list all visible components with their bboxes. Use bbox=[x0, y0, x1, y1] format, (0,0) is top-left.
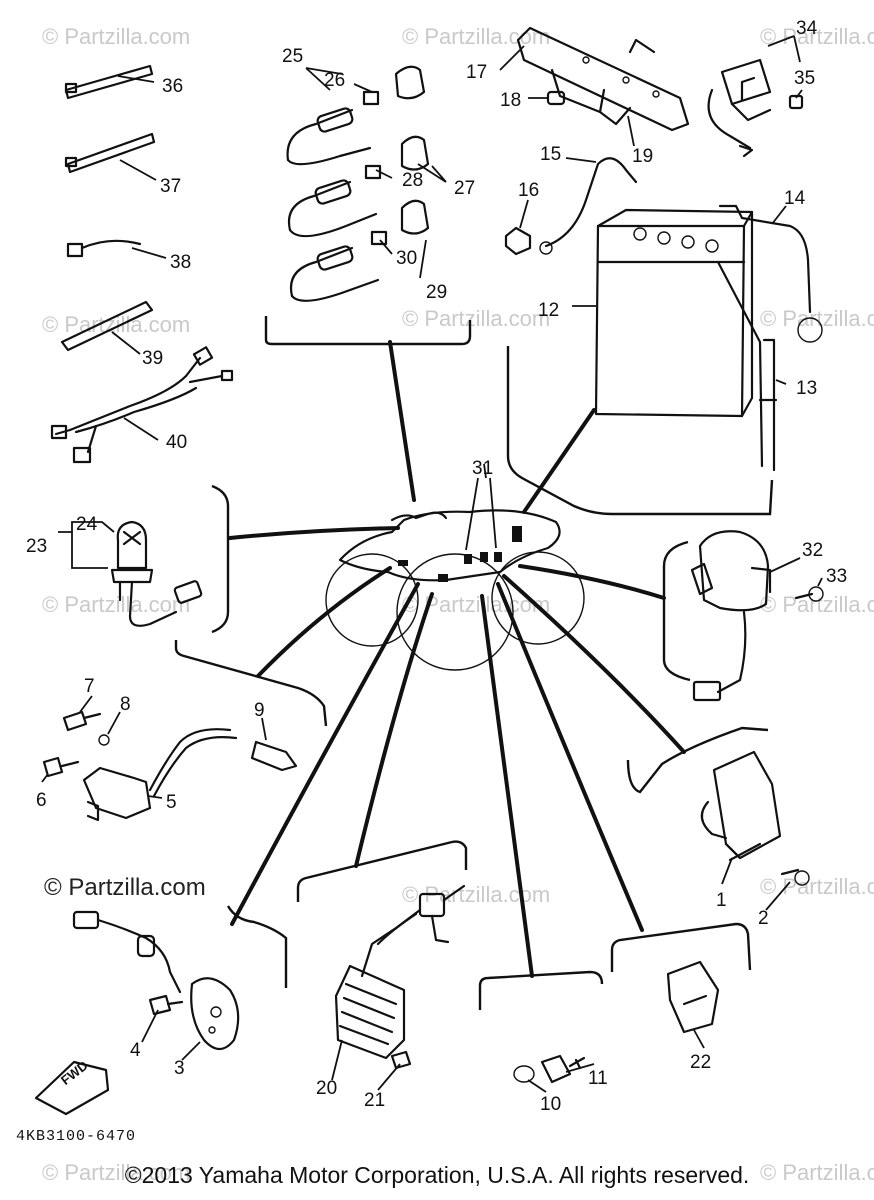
callout-15: 15 bbox=[540, 144, 561, 165]
callout-2: 2 bbox=[758, 908, 769, 929]
callout-8: 8 bbox=[120, 694, 131, 715]
watermark-text: © Partzilla.com bbox=[402, 306, 550, 331]
callout-37: 37 bbox=[160, 176, 181, 197]
callout-24: 24 bbox=[76, 514, 98, 535]
watermark-text: © Partzilla.com bbox=[760, 306, 874, 331]
pickup-coil-parts bbox=[72, 910, 240, 1051]
callout-34: 34 bbox=[796, 18, 818, 39]
battery-parts bbox=[504, 26, 823, 472]
callout-29: 29 bbox=[426, 282, 447, 303]
callout-5: 5 bbox=[166, 792, 177, 813]
callout-40: 40 bbox=[166, 432, 187, 453]
callout-32: 32 bbox=[802, 540, 823, 561]
main-switch-parts bbox=[110, 520, 203, 627]
fwd-arrow bbox=[34, 1060, 110, 1116]
callout-leaders bbox=[41, 35, 823, 1093]
partzilla-watermark: © Partzilla.com bbox=[44, 874, 206, 901]
starter-relay-parts bbox=[690, 530, 824, 702]
atv-silhouette bbox=[325, 509, 585, 671]
callout-22: 22 bbox=[690, 1052, 711, 1073]
callout-39: 39 bbox=[142, 348, 163, 369]
group-brackets bbox=[174, 316, 774, 1010]
callout-11: 11 bbox=[588, 1068, 608, 1089]
callout-35: 35 bbox=[794, 68, 815, 89]
callout-labels: 36 37 38 39 40 25 26 28 27 30 29 17 18 1… bbox=[26, 18, 847, 1115]
diagram-code: 4KB3100-6470 bbox=[16, 1128, 137, 1145]
callout-3: 3 bbox=[174, 1058, 185, 1079]
watermark-text: © Partzilla.com bbox=[760, 874, 874, 899]
callout-10: 10 bbox=[540, 1094, 561, 1115]
callout-25: 25 bbox=[282, 46, 303, 67]
watermark-text: © Partzilla.com bbox=[760, 592, 874, 617]
watermark-text: © Partzilla.com bbox=[42, 24, 190, 49]
callout-14: 14 bbox=[784, 188, 806, 209]
watermark-text: © Partzilla.com bbox=[760, 1160, 874, 1185]
watermark-text: © Partzilla.com bbox=[42, 592, 190, 617]
callout-12: 12 bbox=[538, 300, 559, 321]
cdi-unit-parts bbox=[700, 750, 810, 886]
callout-20: 20 bbox=[316, 1078, 337, 1099]
callout-4: 4 bbox=[130, 1040, 141, 1061]
callout-33: 33 bbox=[826, 566, 847, 587]
callout-18: 18 bbox=[500, 90, 521, 111]
wire-ties-parts bbox=[50, 64, 234, 464]
heavy-leaders bbox=[228, 340, 686, 978]
ignition-coil-parts bbox=[42, 710, 298, 822]
callout-7: 7 bbox=[84, 676, 95, 697]
callout-1: 1 bbox=[716, 890, 727, 911]
watermark-group: © Partzilla.com © Partzilla.com © Partzi… bbox=[42, 24, 874, 1185]
callout-27: 27 bbox=[454, 178, 475, 199]
copyright-notice: ©2013 Yamaha Motor Corporation, U.S.A. A… bbox=[124, 1162, 750, 1188]
plug-caps-parts bbox=[286, 65, 430, 302]
callout-28: 28 bbox=[402, 170, 423, 191]
callout-26: 26 bbox=[324, 70, 345, 91]
watermark-text: © Partzilla.com bbox=[42, 1160, 190, 1185]
rectifier-parts bbox=[334, 884, 466, 1070]
callout-13: 13 bbox=[796, 378, 817, 399]
callout-36: 36 bbox=[162, 76, 183, 97]
watermark-text: © Partzilla.com bbox=[760, 24, 874, 49]
callout-19: 19 bbox=[632, 146, 653, 167]
callout-30: 30 bbox=[396, 248, 417, 269]
callout-23: 23 bbox=[26, 536, 47, 557]
callout-17: 17 bbox=[466, 62, 487, 83]
callout-38: 38 bbox=[170, 252, 191, 273]
neutral-switch-parts bbox=[513, 1054, 586, 1084]
callout-6: 6 bbox=[36, 790, 47, 811]
callout-9: 9 bbox=[254, 700, 265, 721]
watermark-text: © Partzilla.com bbox=[402, 24, 550, 49]
callout-31: 31 bbox=[472, 458, 493, 479]
relay-parts bbox=[707, 58, 804, 158]
connector-22-parts bbox=[666, 960, 720, 1034]
callout-16: 16 bbox=[518, 180, 539, 201]
callout-21: 21 bbox=[364, 1090, 385, 1111]
